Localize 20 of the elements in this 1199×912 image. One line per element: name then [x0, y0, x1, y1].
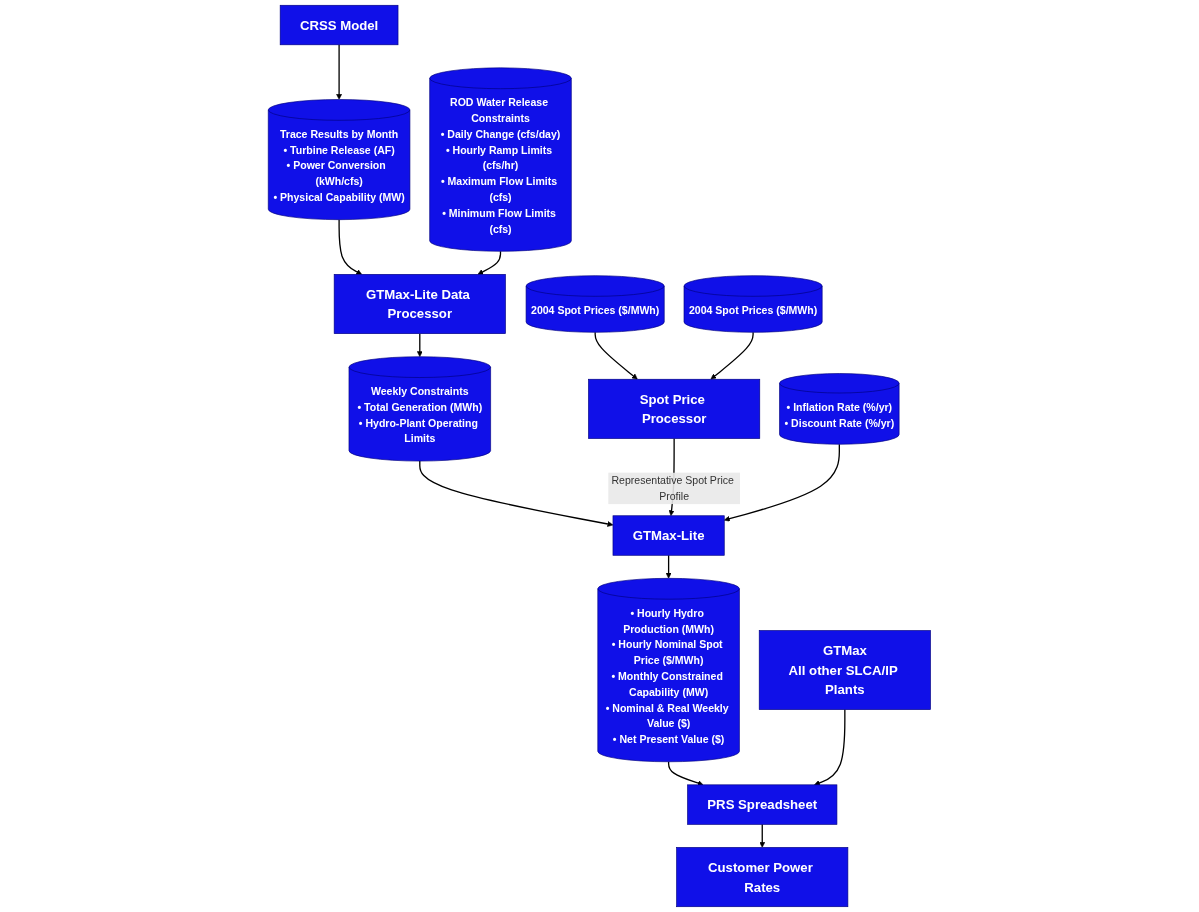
node-box: Customer Power Rates — [676, 847, 849, 908]
arrow — [668, 761, 704, 786]
edge-label: Representative Spot Price Profile — [611, 474, 734, 502]
node-box: PRS Spreadsheet — [687, 784, 838, 825]
node-box: GTMax-Lite Data Processor — [333, 274, 506, 334]
arrow — [665, 554, 672, 579]
node-box: CRSS Model — [279, 4, 399, 46]
arrow — [710, 331, 754, 380]
arrow — [759, 823, 766, 848]
arrow — [417, 332, 423, 357]
node-box: Spot Price Processor — [588, 378, 761, 439]
arrow — [338, 219, 363, 275]
arrow — [419, 460, 614, 527]
arrow — [594, 331, 638, 380]
arrow — [477, 250, 502, 275]
arrow — [336, 44, 343, 100]
arrow — [724, 443, 841, 522]
node-box: GTMax-Lite — [612, 515, 725, 556]
node-box: GTMax All other SLCA/IP Plants — [758, 630, 931, 710]
arrow — [814, 708, 846, 786]
